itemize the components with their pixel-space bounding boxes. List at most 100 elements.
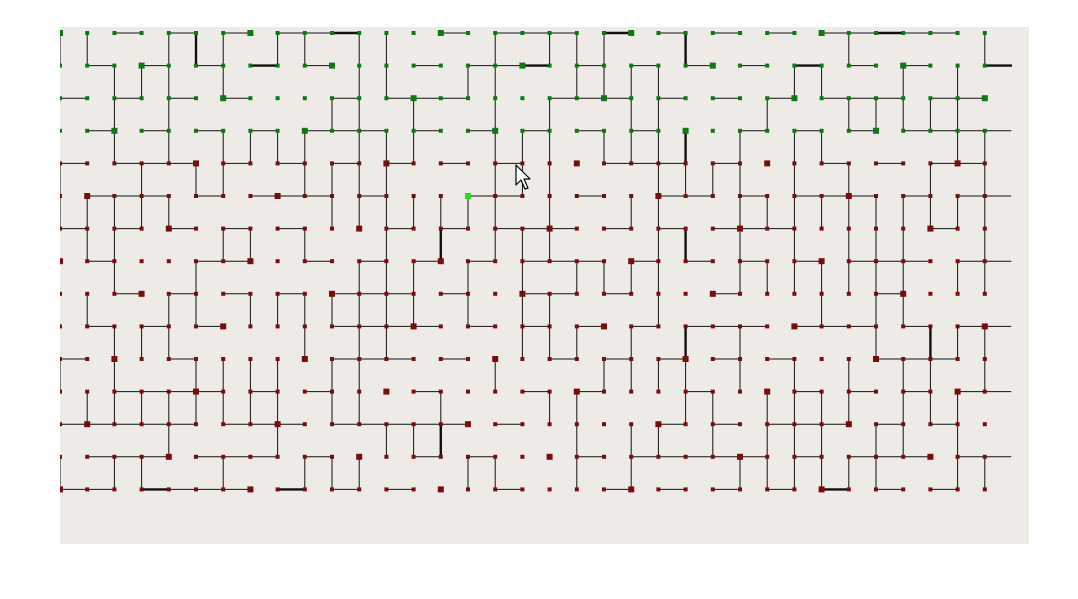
unlit-node[interactable] bbox=[819, 161, 824, 166]
unlit-node[interactable] bbox=[710, 194, 715, 198]
unlit-node[interactable] bbox=[846, 357, 851, 361]
unlit-node[interactable] bbox=[927, 453, 934, 460]
unlit-node[interactable] bbox=[383, 160, 390, 167]
unlit-node[interactable] bbox=[602, 487, 606, 492]
unlit-node[interactable] bbox=[84, 421, 91, 428]
unlit-node[interactable] bbox=[792, 194, 797, 198]
unlit-node[interactable] bbox=[683, 487, 688, 492]
unlit-node[interactable] bbox=[194, 357, 198, 361]
lit-node[interactable] bbox=[628, 30, 635, 36]
unlit-node[interactable] bbox=[602, 291, 606, 296]
unlit-node[interactable] bbox=[248, 161, 253, 166]
unlit-node[interactable] bbox=[302, 226, 307, 231]
unlit-node[interactable] bbox=[330, 422, 334, 427]
lit-node[interactable] bbox=[466, 63, 470, 68]
lit-node[interactable] bbox=[602, 128, 606, 133]
source-node[interactable] bbox=[465, 193, 471, 199]
unlit-node[interactable] bbox=[901, 324, 906, 329]
unlit-node[interactable] bbox=[520, 324, 525, 329]
unlit-node[interactable] bbox=[274, 421, 281, 428]
unlit-node[interactable] bbox=[221, 259, 226, 264]
lit-node[interactable] bbox=[492, 127, 499, 134]
lit-node[interactable] bbox=[248, 96, 253, 101]
unlit-node[interactable] bbox=[139, 454, 144, 459]
unlit-node[interactable] bbox=[85, 487, 90, 492]
unlit-node[interactable] bbox=[302, 389, 307, 394]
lit-node[interactable] bbox=[901, 96, 906, 101]
lit-node[interactable] bbox=[682, 127, 689, 134]
unlit-node[interactable] bbox=[356, 225, 363, 232]
unlit-node[interactable] bbox=[438, 422, 443, 427]
unlit-node[interactable] bbox=[302, 161, 307, 166]
unlit-node[interactable] bbox=[221, 389, 226, 394]
unlit-node[interactable] bbox=[955, 194, 960, 198]
unlit-node[interactable] bbox=[112, 161, 117, 166]
unlit-node[interactable] bbox=[194, 487, 198, 492]
unlit-node[interactable] bbox=[330, 161, 334, 166]
unlit-node[interactable] bbox=[60, 486, 63, 493]
unlit-node[interactable] bbox=[737, 225, 743, 232]
unlit-node[interactable] bbox=[302, 454, 307, 459]
unlit-node[interactable] bbox=[845, 193, 852, 199]
unlit-node[interactable] bbox=[330, 226, 334, 231]
unlit-node[interactable] bbox=[221, 422, 226, 427]
unlit-node[interactable] bbox=[60, 324, 62, 329]
unlit-node[interactable] bbox=[792, 422, 797, 427]
unlit-node[interactable] bbox=[221, 357, 226, 361]
unlit-node[interactable] bbox=[710, 259, 715, 264]
unlit-node[interactable] bbox=[574, 487, 579, 492]
unlit-node[interactable] bbox=[466, 487, 470, 492]
unlit-node[interactable] bbox=[357, 324, 362, 329]
lit-node[interactable] bbox=[846, 96, 851, 101]
unlit-node[interactable] bbox=[520, 161, 525, 166]
lit-node[interactable] bbox=[602, 63, 606, 68]
unlit-node[interactable] bbox=[247, 258, 254, 265]
unlit-node[interactable] bbox=[194, 259, 198, 264]
unlit-node[interactable] bbox=[247, 486, 254, 493]
unlit-node[interactable] bbox=[629, 324, 634, 329]
unlit-node[interactable] bbox=[275, 324, 280, 329]
unlit-node[interactable] bbox=[60, 422, 62, 427]
unlit-node[interactable] bbox=[411, 161, 416, 166]
lit-node[interactable] bbox=[60, 30, 63, 36]
lit-node[interactable] bbox=[818, 30, 825, 36]
lit-node[interactable] bbox=[874, 31, 878, 35]
unlit-node[interactable] bbox=[982, 454, 987, 459]
unlit-node[interactable] bbox=[874, 259, 878, 264]
lit-node[interactable] bbox=[438, 63, 443, 68]
lit-node[interactable] bbox=[547, 31, 552, 35]
unlit-node[interactable] bbox=[928, 291, 933, 296]
unlit-node[interactable] bbox=[710, 454, 715, 459]
unlit-node[interactable] bbox=[85, 454, 90, 459]
unlit-node[interactable] bbox=[493, 324, 498, 329]
unlit-node[interactable] bbox=[112, 259, 117, 264]
unlit-node[interactable] bbox=[547, 194, 552, 198]
unlit-node[interactable] bbox=[85, 161, 90, 166]
unlit-node[interactable] bbox=[683, 454, 688, 459]
lit-node[interactable] bbox=[329, 62, 335, 69]
lit-node[interactable] bbox=[629, 96, 634, 101]
lit-node[interactable] bbox=[574, 63, 579, 68]
unlit-node[interactable] bbox=[819, 454, 824, 459]
unlit-node[interactable] bbox=[547, 161, 552, 166]
unlit-node[interactable] bbox=[954, 388, 961, 395]
unlit-node[interactable] bbox=[248, 291, 253, 296]
lit-node[interactable] bbox=[656, 63, 661, 68]
unlit-node[interactable] bbox=[628, 486, 635, 493]
unlit-node[interactable] bbox=[683, 259, 688, 264]
unlit-node[interactable] bbox=[901, 194, 906, 198]
lit-node[interactable] bbox=[846, 63, 851, 68]
unlit-node[interactable] bbox=[819, 291, 824, 296]
unlit-node[interactable] bbox=[955, 226, 960, 231]
unlit-node[interactable] bbox=[629, 454, 634, 459]
unlit-node[interactable] bbox=[275, 357, 280, 361]
lit-node[interactable] bbox=[85, 128, 90, 133]
unlit-node[interactable] bbox=[357, 487, 362, 492]
unlit-node[interactable] bbox=[466, 389, 470, 394]
unlit-node[interactable] bbox=[574, 422, 579, 427]
unlit-node[interactable] bbox=[166, 422, 171, 427]
lit-node[interactable] bbox=[384, 128, 389, 133]
lit-node[interactable] bbox=[792, 128, 797, 133]
lit-node[interactable] bbox=[574, 128, 579, 133]
unlit-node[interactable] bbox=[846, 161, 851, 166]
